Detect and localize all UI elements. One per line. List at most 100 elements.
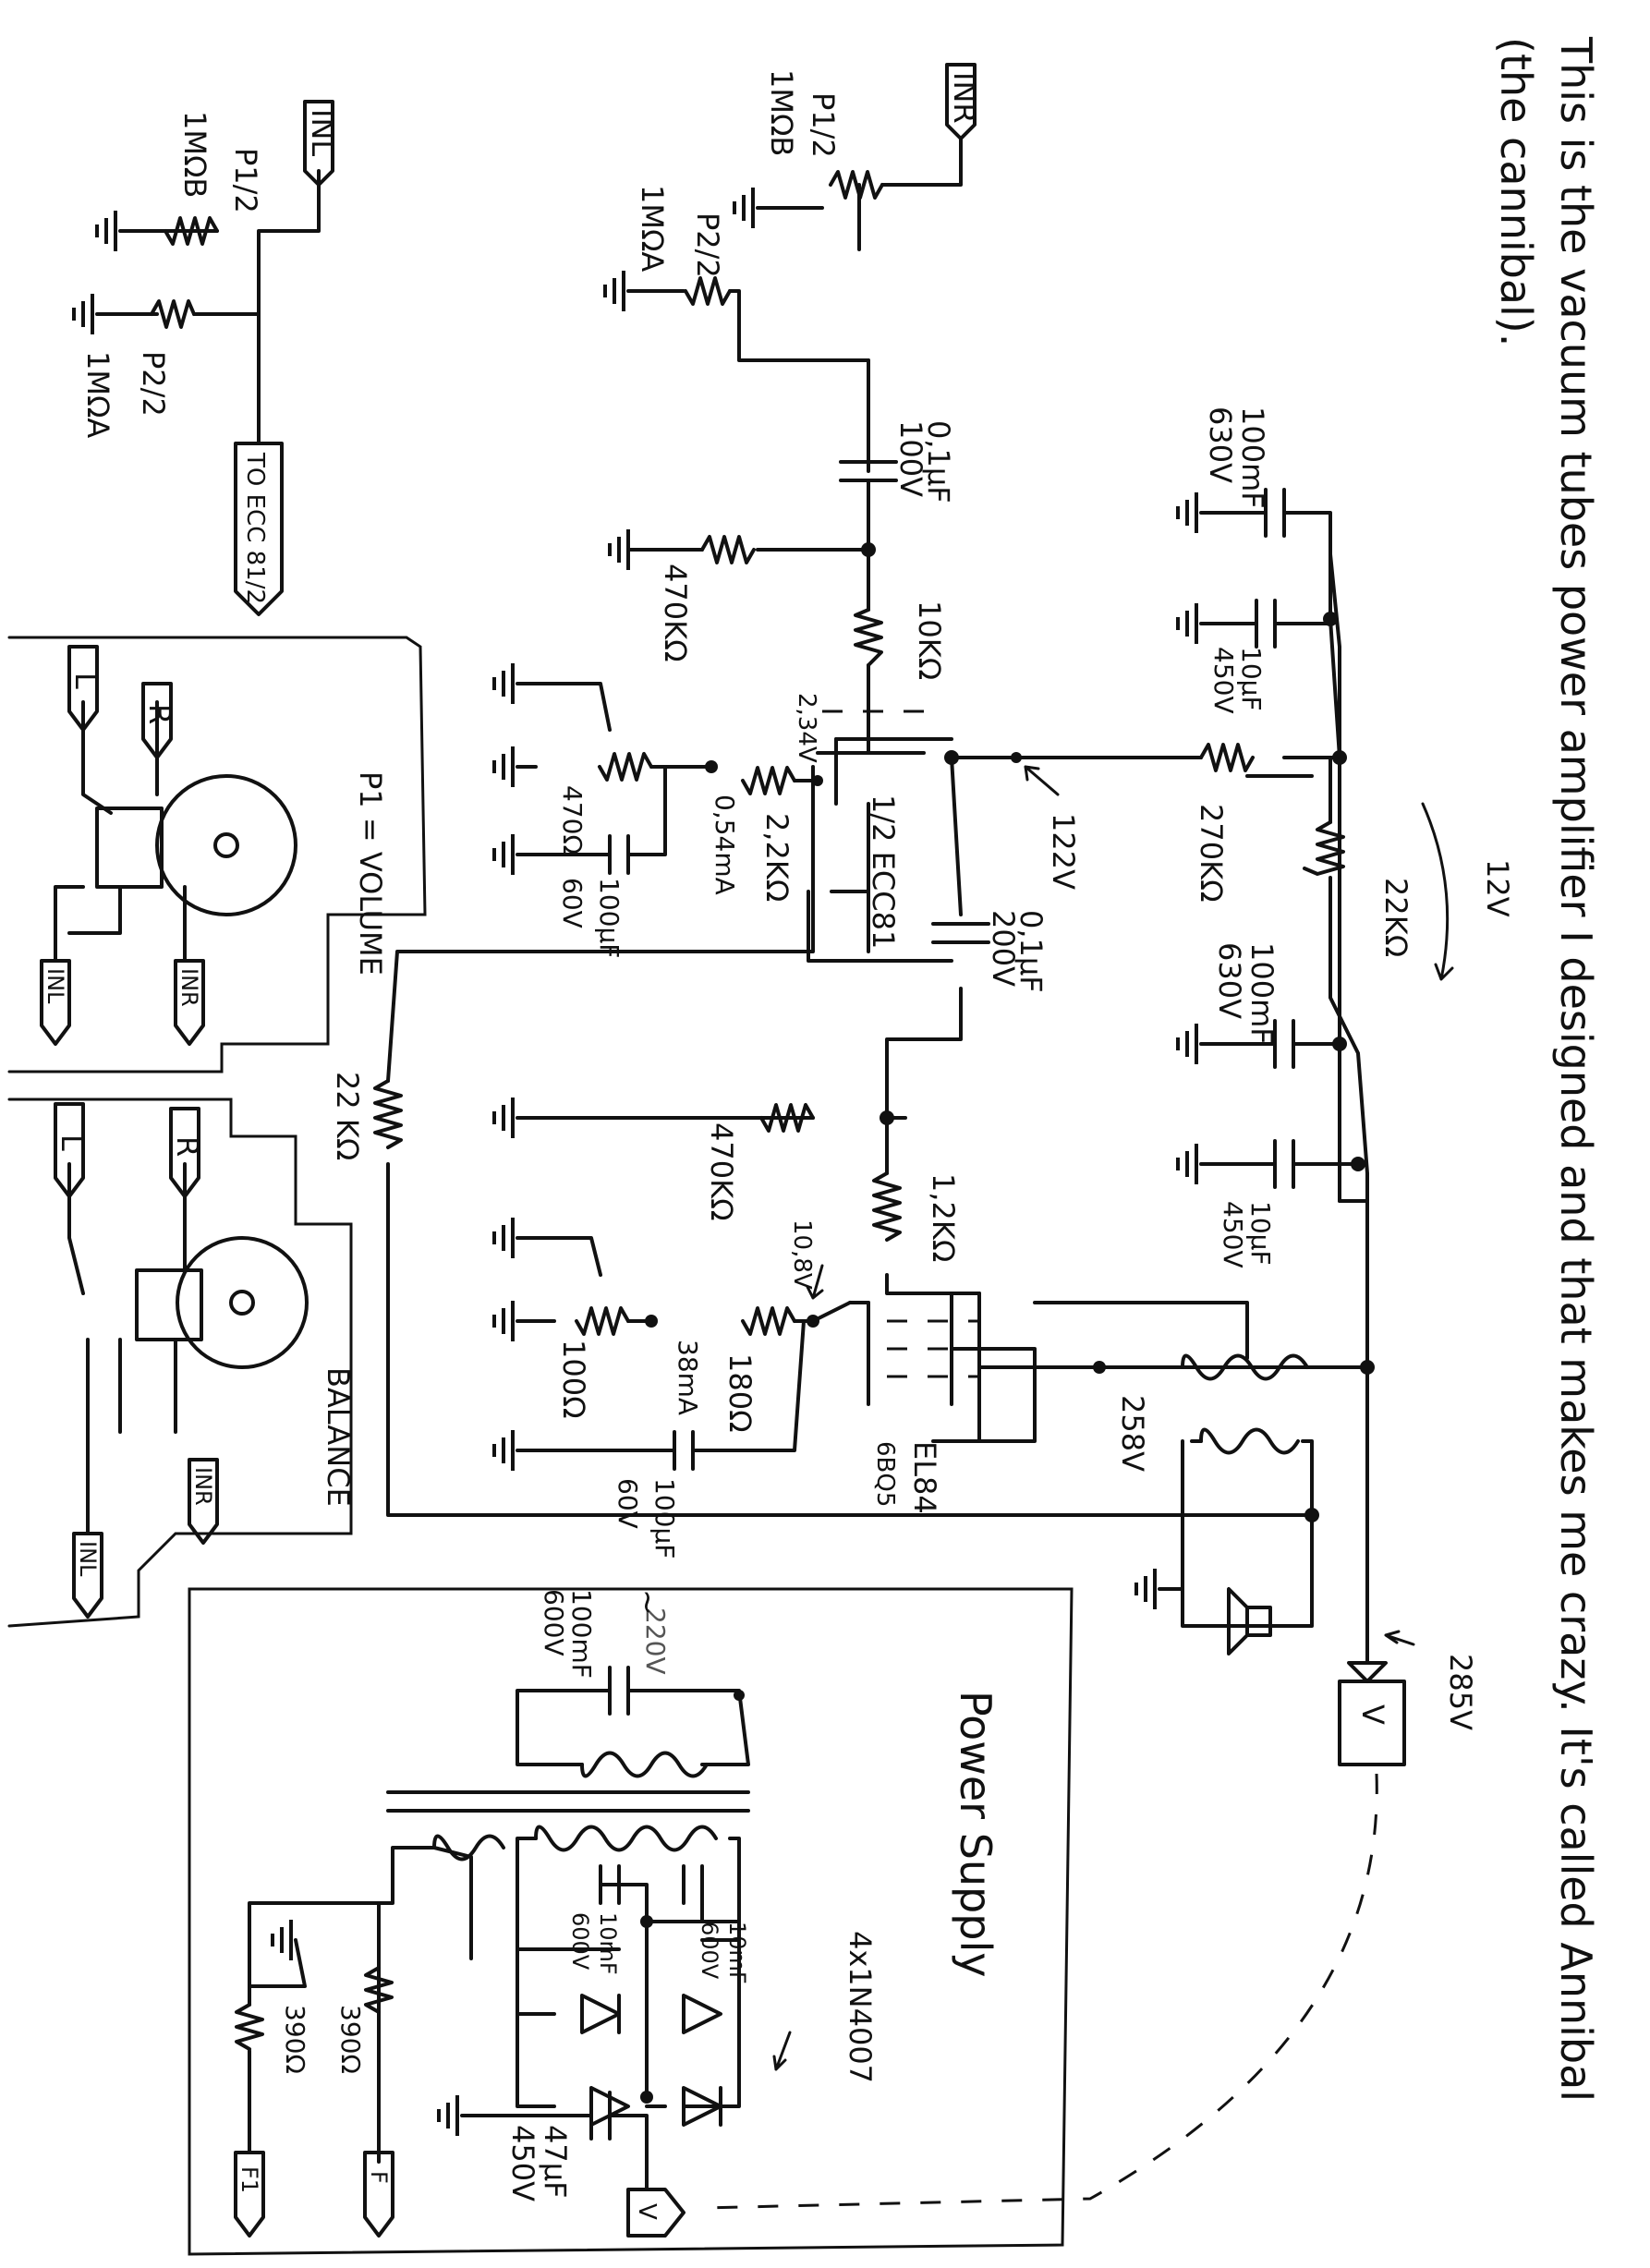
supply-rail [1328,617,1369,1665]
ground-icon [603,269,625,313]
volume-outline [7,636,427,1073]
svg-text:INL: INL [305,109,340,156]
ground-icon [1176,1022,1198,1066]
supply-filter: 100mF 630V 10µF 450V 22KΩ 12V 100mF 630V… [701,406,1515,2210]
balance-inl-connector: INL [72,1532,103,1619]
c1-voltage: 630V [1203,406,1238,483]
mains-label: 220V [640,1607,671,1675]
svg-text:V: V [1355,1704,1390,1725]
c-a-label: 10mF [595,1912,621,1975]
diodes-label: 4x1N4007 [843,1931,878,2083]
resistor-p2-right [684,276,732,306]
tube-el84-label: EL84 [907,1441,942,1514]
resistor-p1-right [829,170,884,200]
transformer-core [386,1790,750,1813]
svg-text:INL: INL [75,1541,101,1577]
c-cathode-power-voltage: 60V [613,1478,643,1529]
svg-text:R: R [142,704,177,724]
ground-icon [1176,491,1198,535]
resistor-grid-power-470k [759,1103,815,1133]
svg-text:F1: F1 [237,2166,262,2193]
c-mains-label: 100mF [566,1589,597,1679]
capacitor-ps-a [599,1864,621,1905]
supply-link-dashed [701,1773,1378,2210]
capacitor-mains [608,1666,630,1716]
note-line-1: This is the vacuum tubes power amplifier… [1551,36,1601,2102]
balance-pot-section: L R INL INR BALANCE [7,1098,356,1628]
c2-voltage: 450V [1208,647,1239,714]
left-input-section: INL TO ECC 81/2 P1/2 1MΩB P2/2 1MΩA [72,100,340,616]
resistor-grid-stop-1k2 [872,1171,902,1242]
c4-label: 10µF [1245,1201,1276,1266]
p1-left-value: 1MΩB [177,111,212,198]
svg-text:INL: INL [42,968,68,1004]
v-main-label: 285V [1443,1654,1478,1730]
v-cathode-power-label: 10,8V [788,1219,816,1290]
note-line-2: (the cannibal). [1491,37,1541,346]
ground-icon [492,1216,515,1260]
resistor-drop-22k [1303,820,1345,876]
volume-l-connector: L [67,645,103,732]
volume-pot-section: L R INL INR P1 = VOLUME [7,636,427,1073]
power-stage: 22 KΩ 470KΩ 1,2KΩ EL84 6BQ5 10,8V 180Ω 3… [330,765,1375,1665]
f-connector: F [363,2151,394,2238]
right-input-section: INR P1/2 1MΩB P2/2 1MΩA [603,63,982,556]
svg-text:V: V [633,2203,661,2220]
volume-label: P1 = VOLUME [353,771,388,976]
ground-icon [492,1096,515,1140]
p2-left-value: 1MΩA [80,351,115,438]
ground-icon [72,292,94,336]
capacitor-cathode-preamp [608,834,630,875]
volume-pot-shaft [213,832,239,858]
right-input-wires [626,137,963,556]
r-grid-label: 470KΩ [658,564,693,662]
voltage-drop-arrow [1421,802,1454,981]
capacitor-ps-b [682,1864,704,1905]
volume-pot-pins [95,807,164,889]
capacitor-c2 [1255,599,1277,649]
v-out-connector: V [1338,1661,1406,1766]
resistor-feedback-22k [373,1079,403,1149]
balance-pot-pins [135,1268,203,1341]
r-drop-label: 22KΩ [1378,878,1413,957]
c3-voltage: 630V [1212,942,1247,1019]
resistor-p1-left [164,216,219,246]
resistor-grid-470k [700,535,756,564]
capacitor-c1 [1264,488,1286,538]
volume-pot-body [155,774,297,916]
c-b-label: 10mF [724,1922,750,1984]
p2-left-label: P2/2 [136,351,171,417]
ground-icon [608,528,630,572]
to-ecc81-connector: TO ECC 81/2 [234,442,284,616]
left-input-wires [95,169,321,445]
v-drop-label: 12V [1480,859,1515,917]
trimmer-cathode [598,752,653,782]
transformer-secondary-heater [248,1834,505,2164]
c-coupling-voltage: 100V [893,420,928,497]
c-interstage-label: 0,1µF [1013,910,1049,993]
resistor-p2-left [150,299,196,329]
p2-right-label: P2/2 [690,212,725,278]
c1-label: 100mF [1235,406,1270,509]
r-grid-stop-power-label: 1,2KΩ [926,1173,961,1262]
ground-icon [1134,1567,1157,1611]
capacitor-c3 [1273,1019,1295,1069]
p1-right-value: 1MΩB [764,69,799,156]
r-f2-label: 390Ω [335,2005,366,2074]
c-mains-voltage: 600V [539,1589,569,1656]
p2-right-value: 1MΩA [635,185,670,272]
resistor-f2 [364,1966,394,2014]
balance-pot-shaft [229,1290,255,1316]
svg-text:INR: INR [190,1467,216,1506]
in-r-connector: INR [945,63,982,140]
preamp-stage: 0,1µF 100V 470KΩ 10KΩ 1/2 ECC81 2,34V 27… [492,358,1347,1203]
ground-icon [95,209,117,253]
svg-text:INR: INR [947,72,982,124]
capacitor-interstage [931,922,990,944]
r-grid-power-label: 470KΩ [704,1122,739,1221]
v-anode-label: 122V [1046,813,1081,890]
c-interstage-voltage: 200V [986,910,1021,987]
transformer-secondary-hv [534,1825,718,1852]
capacitor-cathode-power [673,1430,695,1471]
